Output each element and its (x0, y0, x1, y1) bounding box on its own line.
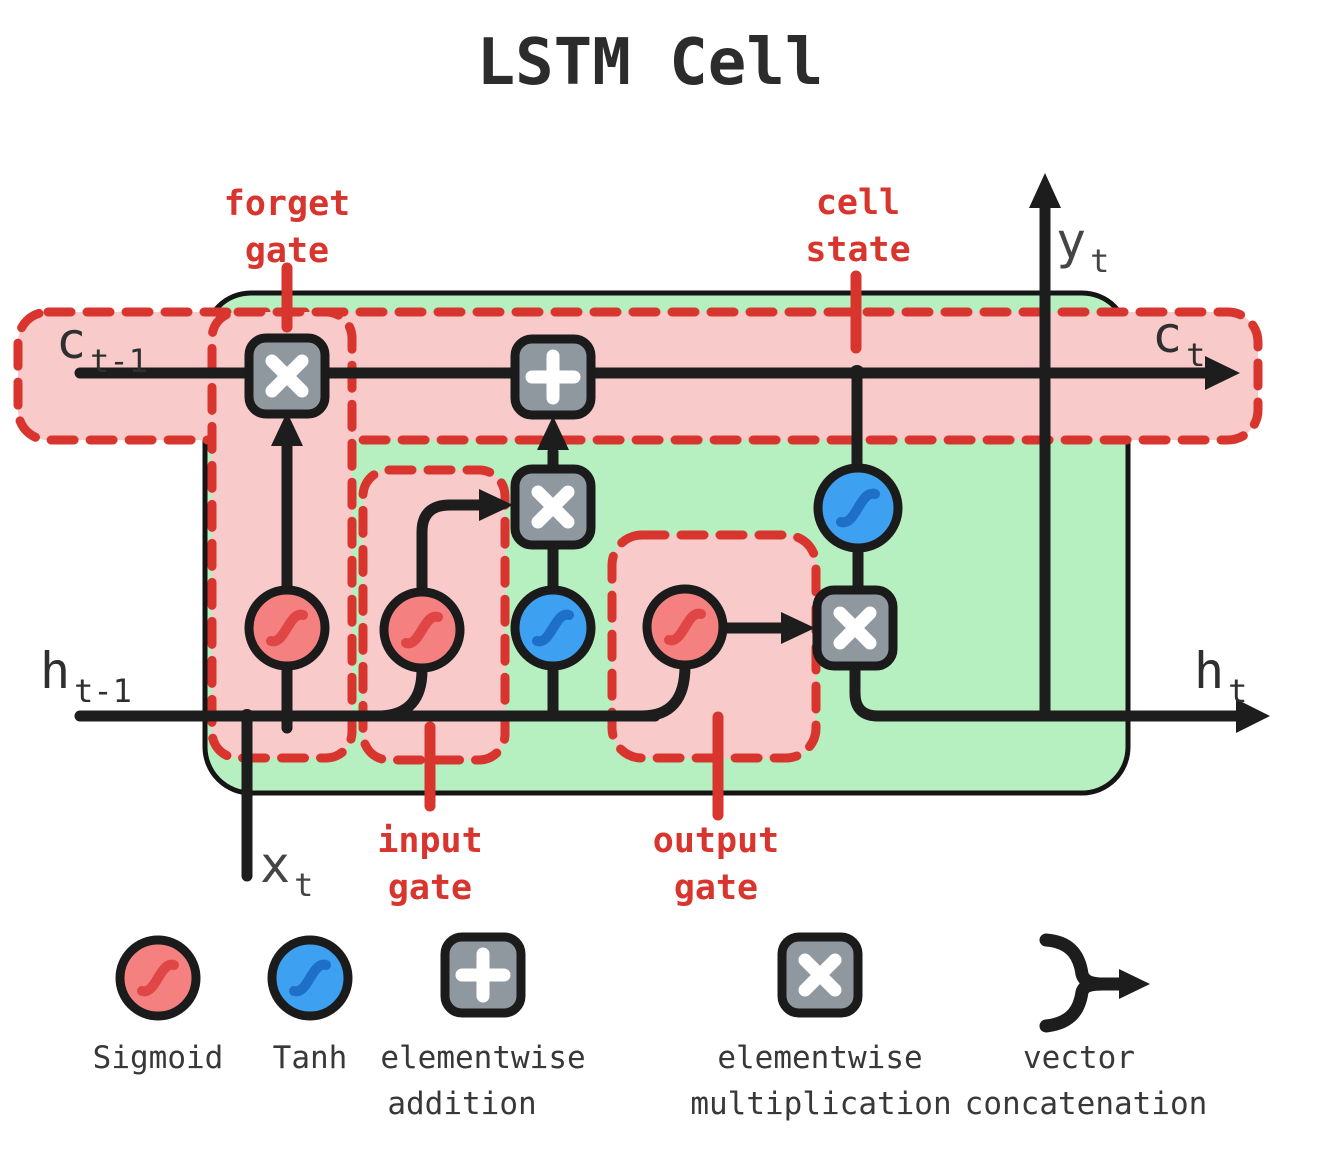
legend-label-line2: multiplication (690, 1086, 951, 1122)
legend-item-tanh: Tanh (267, 935, 353, 1076)
input-tanh-node (510, 585, 596, 671)
add-glyph (525, 349, 581, 405)
legend-item-sigmoid: Sigmoid (93, 935, 224, 1076)
cell-state-highlight-border (13, 307, 1263, 445)
tanh-curve (532, 609, 574, 647)
concat-icon-bottom (1039, 977, 1111, 1033)
cell-state-label-line1: cell (816, 183, 900, 223)
multiply-glyph (531, 485, 575, 529)
sigmoid-curve (266, 609, 308, 647)
input-gate-label-line1: input (377, 821, 482, 861)
output-sigmoid-node (642, 584, 728, 670)
cell-state-arrowhead (1205, 356, 1240, 390)
multiply-glyph (833, 606, 877, 650)
wire-hidden-state-out (849, 662, 1244, 722)
junction-dot-cell-state (849, 365, 865, 381)
forget-multiply-node (244, 333, 330, 419)
legend-label-line2: concatenation (965, 1086, 1208, 1122)
legend-label-line1: elementwise (717, 1040, 922, 1076)
multiply-glyph (798, 953, 842, 997)
forget-sigmoid-node (244, 585, 330, 671)
input-sigmoid-node (379, 587, 465, 673)
legend-label-line1: elementwise (380, 1040, 585, 1076)
cell-tanh-node (813, 463, 903, 553)
legend-label: Tanh (273, 1040, 348, 1076)
input-multiply-node (510, 464, 596, 550)
cell-state-label-line2: state (805, 230, 910, 270)
input-multiply-arrowhead (479, 489, 513, 521)
wire-input-sigmoid-in (375, 664, 428, 722)
output-gate-label-line2: gate (674, 868, 758, 908)
wire-input-sigmoid-out (416, 499, 488, 598)
sigmoid-curve (401, 611, 443, 649)
wire-output-sigmoid-in (636, 660, 691, 722)
legend-item-elementwise-multiplication: elementwise multiplication (690, 932, 952, 1122)
forget-gate-label-line2: gate (245, 231, 329, 271)
forget-gate-label-line1: forget (224, 184, 350, 224)
output-multiply-node (812, 585, 898, 671)
page-title: LSTM Cell (477, 26, 824, 100)
sigmoid-curve (664, 608, 706, 646)
multiply-glyph (265, 354, 309, 398)
add-node (510, 334, 596, 420)
legend: Sigmoid Tanh elementwise addition elemen… (93, 932, 1208, 1122)
legend-label: Sigmoid (93, 1040, 224, 1076)
concat-icon-top (1039, 933, 1111, 991)
add-node-arrowhead (537, 416, 569, 450)
add-glyph (455, 947, 511, 1003)
input-gate-label-line2: gate (388, 868, 472, 908)
legend-item-elementwise-addition: elementwise addition (380, 932, 586, 1122)
legend-label-line2: addition (387, 1086, 536, 1122)
output-multiply-arrowhead (781, 612, 815, 644)
legend-label-line1: vector (1023, 1040, 1135, 1076)
junction-dot-x-input (240, 709, 254, 723)
tanh-curve (836, 488, 880, 528)
output-gate-label-line1: output (653, 821, 779, 861)
legend-item-vector-concatenation: vector concatenation (965, 933, 1208, 1122)
y-output-arrowhead (1029, 173, 1061, 208)
tanh-curve (289, 959, 331, 997)
forget-multiply-arrowhead (271, 412, 303, 446)
hidden-state-arrowhead (1236, 699, 1270, 733)
sigmoid-curve (137, 959, 179, 997)
concat-icon-arrowhead (1119, 969, 1150, 999)
